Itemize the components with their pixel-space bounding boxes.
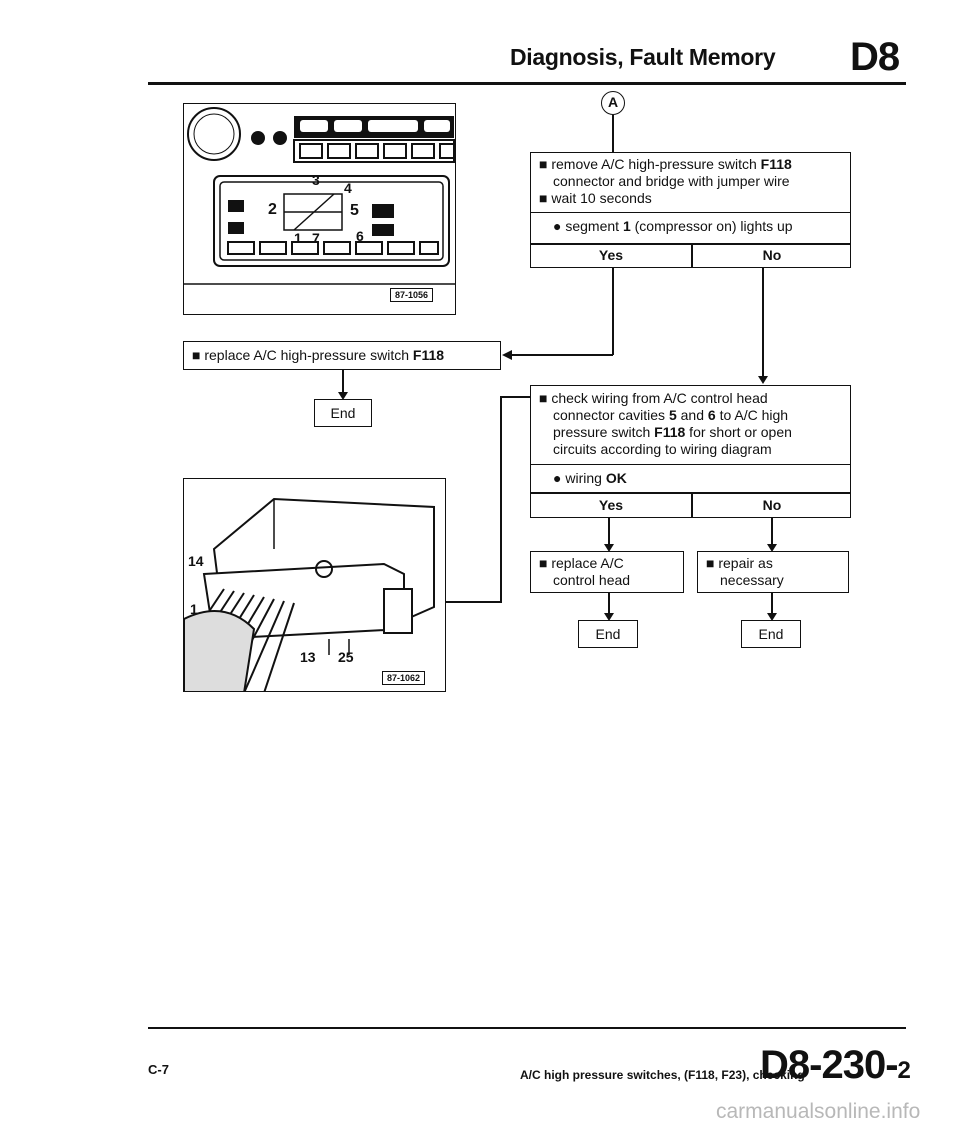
arrow-to-repair — [767, 544, 777, 552]
callout-5: 5 — [350, 202, 359, 219]
step-marker: A — [601, 91, 625, 115]
footer-code-suffix: 2 — [897, 1057, 911, 1084]
instruction-box-remove-switch: ■ remove A/C high-pressure switch F118 c… — [530, 152, 851, 213]
footer-caption: A/C high pressure switches, (F118, F23),… — [520, 1068, 805, 1082]
box2-l2a: connector cavities — [553, 407, 669, 423]
q2-yes: Yes — [598, 497, 624, 513]
q1-yes: Yes — [598, 247, 624, 263]
box1-line3: ■ wait 10 seconds — [539, 190, 652, 206]
instruction-box-repair: ■ repair as necessary — [697, 551, 849, 593]
arrow-to-replace-head — [604, 544, 614, 552]
arrow-to-end-3 — [767, 613, 777, 621]
section-code: D8 — [850, 35, 900, 79]
page-title: Diagnosis, Fault Memory — [510, 44, 776, 70]
q2-no: No — [762, 497, 782, 513]
q1-no-line — [762, 268, 764, 378]
question-box-wiring: ● wiring OK Yes No — [530, 464, 851, 518]
footer-rule — [148, 1027, 906, 1029]
pin-label-14: 14 — [188, 553, 204, 569]
q2-mid-divider — [691, 492, 693, 518]
q2-divider — [531, 492, 850, 494]
q1-divider — [531, 243, 850, 245]
arrow-to-end-1 — [338, 392, 348, 400]
replace-head-down — [608, 593, 610, 615]
callout-6: 6 — [356, 228, 364, 244]
instruction-box-replace-switch: ■ replace A/C high-pressure switch F118 — [183, 341, 501, 370]
wiring-link-to-figure — [446, 601, 502, 603]
arrow-to-check-wiring — [758, 376, 768, 384]
instruction-box-replace-head: ■ replace A/C control head — [530, 551, 684, 593]
box1-line1: ■ remove A/C high-pressure switch — [539, 156, 761, 172]
box2-line1: ■ check wiring from A/C control head — [539, 390, 768, 406]
wiring-link-vertical — [500, 396, 502, 602]
footer-page-code: D8-230-2 — [760, 1043, 911, 1088]
footer-code-main: D8-230- — [760, 1043, 899, 1087]
step-marker-label: A — [607, 94, 619, 110]
callout-4: 4 — [344, 180, 352, 196]
figure-ref-2: 87-1062 — [382, 671, 426, 685]
repair-down — [771, 593, 773, 615]
box2-l2d: 6 — [707, 407, 716, 423]
pin-label-1: 1 — [190, 601, 198, 617]
q2-val: OK — [605, 470, 627, 486]
box2-line4: circuits according to wiring diagram — [553, 441, 772, 457]
q1-mid-divider — [691, 243, 693, 268]
q1-no: No — [762, 247, 782, 263]
q2-no-line — [771, 518, 773, 546]
box2-l3a: pressure switch — [553, 424, 655, 440]
connector-illustration — [184, 497, 435, 691]
instruction-box-check-wiring: ■ check wiring from A/C control head con… — [530, 385, 851, 465]
box1-line2: connector and bridge with jumper wire — [553, 173, 790, 189]
wiring-link-horizontal — [500, 396, 530, 398]
q1-yes-line — [612, 268, 614, 355]
callout-7: 7 — [312, 230, 320, 246]
control-head-illustration — [184, 104, 455, 285]
box2-l2b: 5 — [668, 407, 677, 423]
box2-l2e: to A/C high — [715, 407, 789, 423]
arrow-to-end-2 — [604, 613, 614, 621]
callout-1: 1 — [294, 230, 302, 246]
pin-label-25: 25 — [338, 649, 354, 665]
replace-head-l1: ■ replace A/C — [539, 555, 624, 571]
q1-post: (compressor on) lights up — [630, 218, 793, 234]
replace-switch-down — [342, 370, 344, 394]
connector-figure: 14 1 13 25 87-1062 — [183, 478, 446, 692]
q1-pre: ● segment — [553, 218, 623, 234]
connector-line — [612, 115, 614, 153]
q2-yes-line — [608, 518, 610, 546]
repair-l1: ■ repair as — [706, 555, 773, 571]
header-rule — [148, 82, 906, 85]
page-ref-left: C-7 — [148, 1062, 169, 1077]
figure-ref-1: 87-1056 — [390, 288, 434, 302]
question-box-segment: ● segment 1 (compressor on) lights up Ye… — [530, 212, 851, 268]
arrow-to-replace-switch — [502, 350, 512, 360]
q1-yes-horizontal — [512, 354, 613, 356]
replace-switch-text: ■ replace A/C high-pressure switch — [192, 347, 413, 363]
box2-l2c: and — [676, 407, 708, 423]
end-box-3: End — [741, 620, 801, 648]
watermark: carmanualsonline.info — [716, 1100, 921, 1123]
callout-2: 2 — [268, 201, 277, 218]
callout-3: 3 — [312, 172, 320, 188]
repair-l2: necessary — [720, 572, 784, 588]
pin-label-13: 13 — [300, 649, 316, 665]
q1-num: 1 — [622, 218, 631, 234]
box1-line1-code: F118 — [760, 156, 792, 172]
control-head-figure: 3 4 2 5 1 7 6 87-1056 — [183, 103, 456, 315]
replace-switch-code: F118 — [412, 347, 445, 363]
end-box-2: End — [578, 620, 638, 648]
box2-l3b: F118 — [654, 424, 686, 440]
q2-pre: ● wiring — [553, 470, 606, 486]
box2-l3c: for short or open — [685, 424, 792, 440]
replace-head-l2: control head — [553, 572, 631, 588]
end-box-1: End — [314, 399, 372, 427]
